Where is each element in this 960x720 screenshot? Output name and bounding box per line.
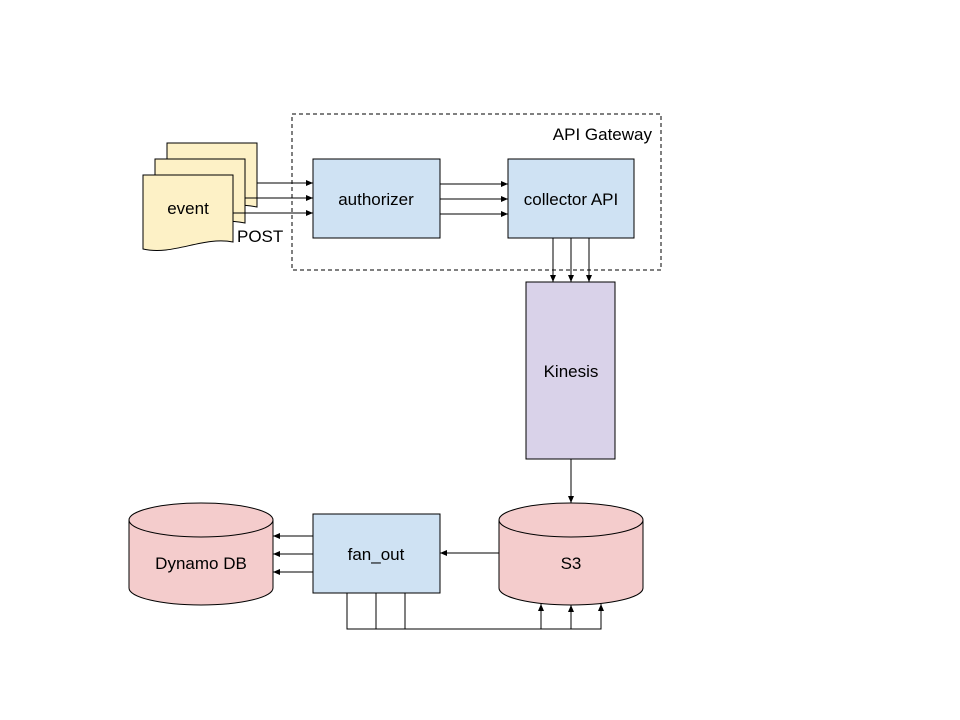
- event-to-authorizer-arrows: [233, 180, 313, 216]
- collector-api-box: collector API: [507, 158, 635, 239]
- fanout-to-s3-loop-arrows: [346, 593, 604, 630]
- kinesis-box: Kinesis: [525, 281, 616, 460]
- api-gateway-group: API Gateway: [291, 113, 662, 271]
- event-label: event: [167, 199, 209, 218]
- authorizer-to-collector-arrows: [440, 181, 508, 217]
- kinesis-label: Kinesis: [544, 362, 599, 381]
- fanout-to-dynamo-arrows: [273, 533, 313, 575]
- s3-label: S3: [561, 554, 582, 573]
- authorizer-box: authorizer: [312, 158, 441, 239]
- dynamo-db-label: Dynamo DB: [155, 554, 247, 573]
- collector-api-label: collector API: [524, 190, 619, 209]
- dynamo-db-cylinder: Dynamo DB: [128, 502, 274, 606]
- api-gateway-label: API Gateway: [553, 125, 653, 144]
- s3-cylinder: S3: [498, 502, 644, 606]
- post-label: POST: [237, 227, 283, 246]
- event-documents: event: [142, 142, 258, 251]
- collector-to-kinesis-arrows: [550, 238, 592, 282]
- fanout-box: fan_out: [312, 513, 441, 594]
- event-document-front: [142, 174, 234, 251]
- fanout-label: fan_out: [348, 545, 405, 564]
- authorizer-label: authorizer: [338, 190, 414, 209]
